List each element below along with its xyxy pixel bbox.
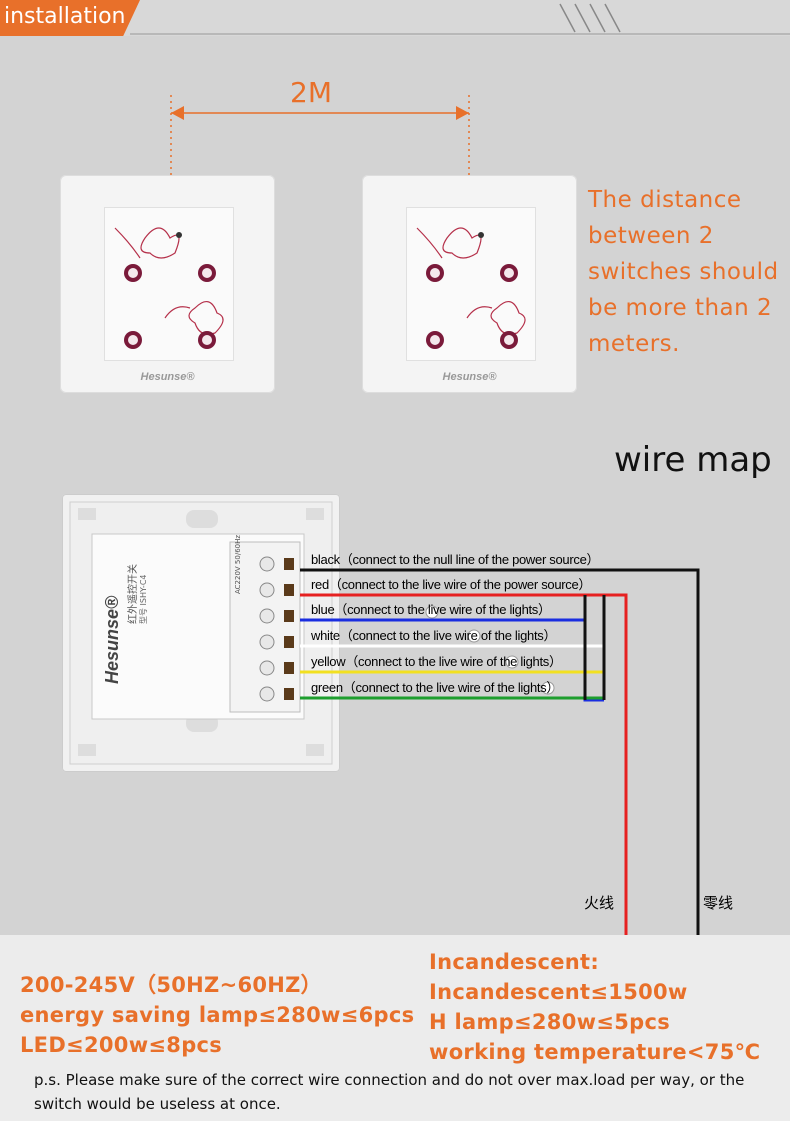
spec-right-incandescent: Incandescent≤1500w bbox=[429, 980, 688, 1004]
distance-arrow bbox=[170, 95, 470, 230]
backplate-model: 型号 ISHY-C4 bbox=[139, 574, 148, 625]
header-tab bbox=[0, 0, 140, 36]
spec-left-energy-saving: energy saving lamp≤280w≤6pcs bbox=[20, 1003, 415, 1027]
wire-label-blue: blue（connect to the live wire of the lig… bbox=[311, 602, 551, 617]
wire-label-green: green（connect to the live wire of the li… bbox=[311, 680, 560, 695]
distance-label: 2M bbox=[290, 76, 332, 109]
switch-left: Hesunse® bbox=[60, 175, 275, 393]
backplate-drawing bbox=[69, 501, 333, 765]
specs-band bbox=[0, 935, 790, 1121]
spec-right-heading: Incandescent: bbox=[429, 950, 600, 974]
distance-note: The distance between 2 switches should b… bbox=[588, 187, 779, 357]
spec-left-voltage: 200-245V（50HZ~60HZ） bbox=[20, 973, 322, 997]
wire-label-black: black（connect to the null line of the po… bbox=[311, 552, 600, 567]
switch-backplate: Hesunse® 红外遥控开关 型号 ISHY-C4 AC220V 50/60H… bbox=[62, 494, 340, 772]
header-stripe bbox=[130, 3, 790, 35]
backplate-brand: Hesunse® bbox=[102, 595, 122, 684]
wire-label-red: red（connect to the live wire of the powe… bbox=[311, 577, 592, 592]
wire-diagram bbox=[300, 568, 700, 935]
flower-decoration bbox=[114, 227, 224, 349]
wire-map-title: wire map bbox=[614, 440, 772, 480]
bulb-icon bbox=[425, 605, 439, 619]
switch-brand: Hesunse® bbox=[442, 371, 497, 383]
spec-left-led: LED≤200w≤8pcs bbox=[20, 1033, 223, 1057]
footnote: p.s. Please make sure of the correct wir… bbox=[34, 1071, 745, 1113]
wire-label-white: white（connect to the live wire of the li… bbox=[311, 628, 557, 643]
bulb-icon bbox=[541, 681, 555, 695]
wire-black bbox=[300, 568, 700, 935]
wire-label-yellow: yellow（connect to the live wire of the l… bbox=[311, 654, 562, 669]
switch-panel bbox=[406, 207, 536, 361]
neutral-wire-label: 零线 bbox=[703, 894, 734, 912]
page-title: installation bbox=[4, 4, 126, 29]
bulb-icon bbox=[505, 655, 519, 669]
switch-right: Hesunse® bbox=[362, 175, 577, 393]
bulb-icon bbox=[467, 629, 481, 643]
spec-right-h-lamp: H lamp≤280w≤5pcs bbox=[429, 1010, 670, 1034]
backplate-spec: AC220V 50/60Hz bbox=[234, 534, 242, 594]
switch-brand: Hesunse® bbox=[140, 371, 195, 383]
switch-panel bbox=[104, 207, 234, 361]
backplate-product: 红外遥控开关 bbox=[128, 564, 139, 624]
wire-red bbox=[300, 593, 628, 935]
live-wire-label: 火线 bbox=[584, 894, 615, 912]
header-bar: installation bbox=[0, 0, 790, 36]
flower-decoration bbox=[416, 227, 526, 349]
spec-right-temperature: working temperature<75℃ bbox=[429, 1040, 761, 1064]
